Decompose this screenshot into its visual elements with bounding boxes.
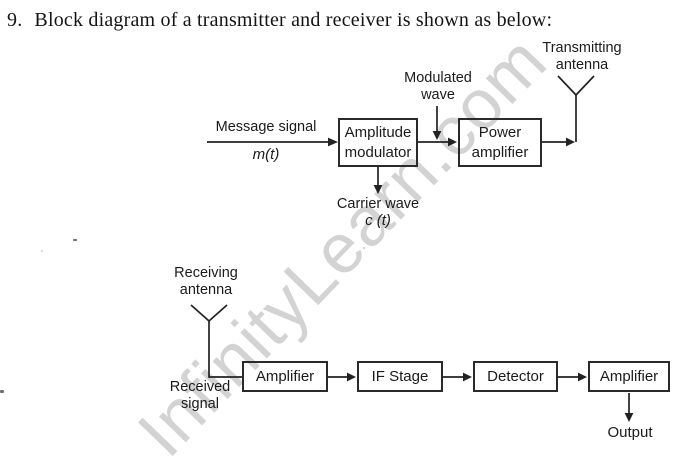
modulated-wave-label: Modulated wave: [404, 70, 472, 103]
scan-speck: [363, 247, 365, 249]
output-label: Output: [607, 424, 653, 441]
arrowhead-modulated-wave: [432, 131, 442, 140]
arrowhead-into-ifstage: [347, 372, 356, 382]
receiving-antenna-feed: [208, 321, 242, 378]
scan-speck: [73, 239, 77, 241]
scan-speck: [0, 390, 4, 393]
receiving-antenna-icon: [190, 304, 228, 323]
message-signal-label: Message signal: [215, 119, 317, 135]
receiver-amplifier-block: Amplifier: [242, 361, 328, 392]
question-heading: 9. Block diagram of a transmitter and rec…: [7, 9, 683, 32]
arrowhead-into-modulator: [328, 137, 338, 147]
amplitude-modulator-block: Amplitude modulator: [338, 118, 418, 167]
receiving-antenna-label: Receiving antenna: [174, 265, 238, 298]
if-stage-block: IF Stage: [357, 361, 443, 392]
arrowhead-to-antenna: [566, 137, 575, 147]
transmitting-antenna-icon: [557, 75, 595, 97]
question-text: Block diagram of a transmitter and recei…: [34, 9, 553, 31]
message-signal-symbol: m(t): [252, 146, 280, 163]
question-number: 9.: [7, 9, 23, 31]
arrowhead-into-detector: [463, 372, 472, 382]
power-amplifier-block: Power amplifier: [458, 118, 542, 167]
received-signal-label: Received signal: [169, 379, 231, 412]
arrowhead-into-poweramp: [448, 137, 457, 147]
arrowhead-carrier-wave: [373, 185, 383, 194]
scan-speck: [41, 250, 43, 252]
arrowhead-into-amplifier2: [578, 372, 587, 382]
transmitting-antenna-label: Transmitting antenna: [542, 40, 622, 73]
receiver-amplifier2-block: Amplifier: [588, 361, 670, 392]
arrowhead-output: [624, 413, 634, 422]
carrier-wave-label: Carrier wave: [336, 196, 420, 212]
detector-block: Detector: [473, 361, 558, 392]
carrier-wave-symbol: c (t): [365, 212, 391, 229]
